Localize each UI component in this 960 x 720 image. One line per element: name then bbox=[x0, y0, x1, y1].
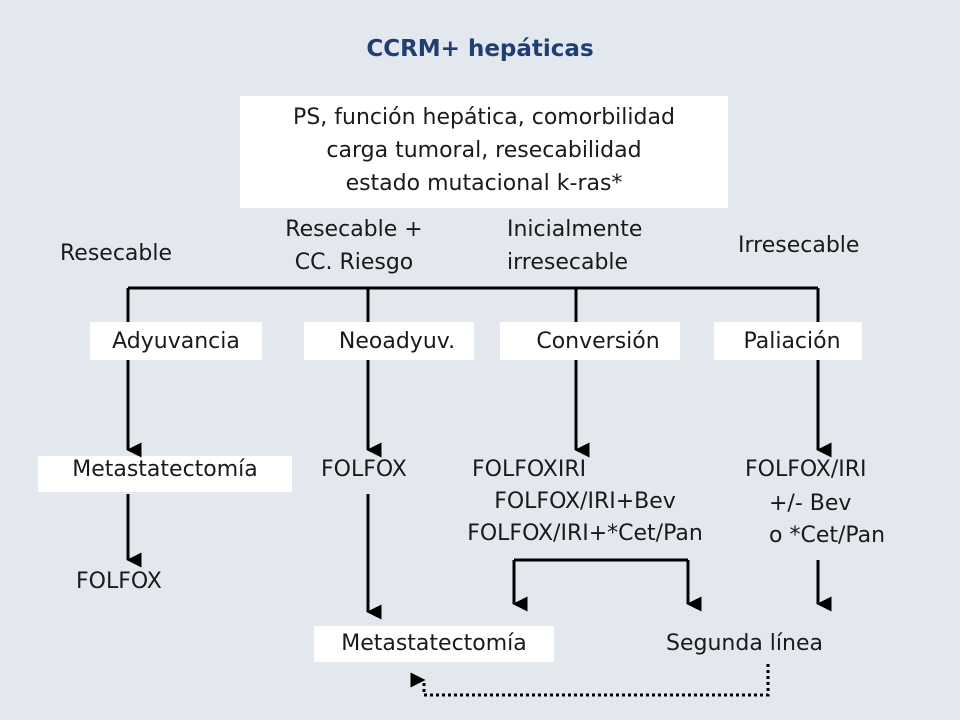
metastatectomia-bottom-box bbox=[314, 626, 554, 662]
strategy-adyuvancia: Adyuvancia bbox=[112, 329, 240, 354]
strategy-box-conversion bbox=[500, 322, 680, 360]
paliacion-regimen-1: FOLFOX/IRI bbox=[745, 457, 867, 482]
criteria-line-3: estado mutacional k-ras* bbox=[345, 171, 623, 196]
metastatectomia-left: Metastatectomía bbox=[72, 457, 258, 482]
category-resecable: Resecable bbox=[60, 241, 173, 266]
paliacion-regimen-2: +/- Bev bbox=[769, 491, 852, 516]
category-resecable-riesgo-line-1: Resecable + bbox=[285, 217, 423, 242]
dotted-return-arrow bbox=[410, 664, 770, 697]
criteria-line-1: PS, función hepática, comorbilidad bbox=[293, 105, 675, 130]
conversion-regimen-2: FOLFOX/IRI+Bev bbox=[494, 489, 676, 514]
diagram-title: CCRM+ hepáticas bbox=[366, 36, 594, 62]
conversion-regimen-3: FOLFOX/IRI+*Cet/Pan bbox=[467, 521, 703, 546]
strategy-box-neoadyuvancia bbox=[304, 322, 474, 360]
strategy-neoadyuvancia: Neoadyuv. bbox=[338, 329, 456, 354]
criteria-line-2: carga tumoral, resecabilidad bbox=[326, 138, 642, 163]
metastatectomia-bottom: Metastatectomía bbox=[341, 631, 527, 656]
segunda-linea: Segunda línea bbox=[666, 631, 823, 656]
conversion-regimen-1: FOLFOXIRI bbox=[472, 457, 587, 482]
strategy-paliacion: Paliación bbox=[743, 329, 841, 354]
category-irresecable: Irresecable bbox=[738, 233, 860, 258]
paliacion-regimen-3: o *Cet/Pan bbox=[769, 523, 886, 548]
metastatectomia-left-box bbox=[38, 456, 292, 492]
strategy-conversion: Conversión bbox=[536, 329, 660, 354]
strategy-box-paliacion bbox=[714, 322, 862, 360]
folfox-left: FOLFOX bbox=[76, 569, 162, 594]
strategy-box-adyuvancia bbox=[90, 322, 262, 360]
category-inicialmente-line-2: irresecable bbox=[507, 250, 629, 275]
folfox-neoadyuvancia: FOLFOX bbox=[321, 457, 407, 482]
top-criteria-box bbox=[240, 96, 728, 208]
category-inicialmente-line-1: Inicialmente bbox=[507, 217, 643, 242]
category-resecable-riesgo-line-2: CC. Riesgo bbox=[294, 250, 414, 275]
